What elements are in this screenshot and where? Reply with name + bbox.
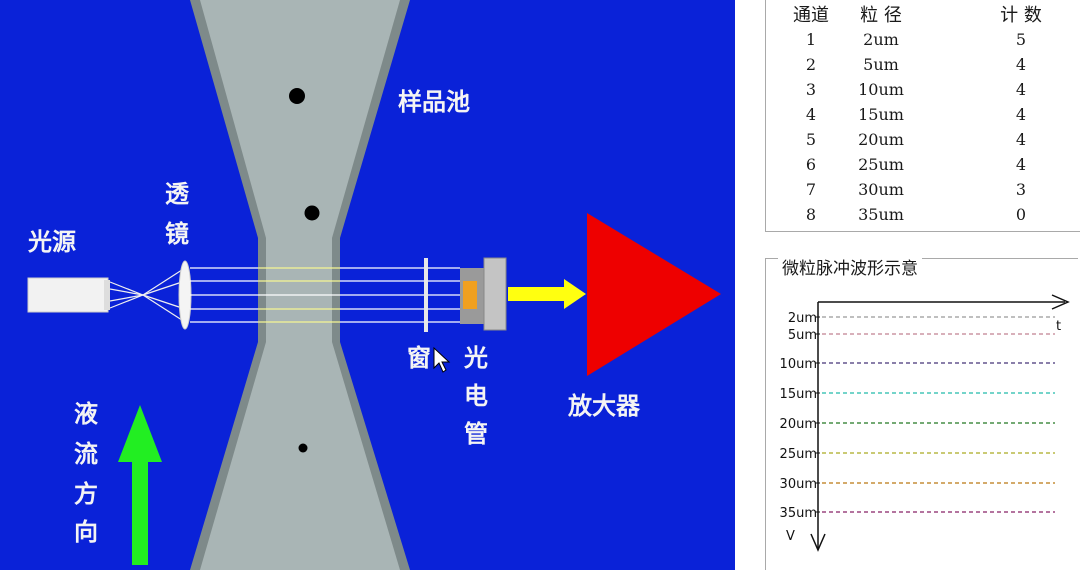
cell-count: 5 <box>1015 30 1027 49</box>
lens-label-char-2: 镜 <box>165 220 189 248</box>
cell-count: 4 <box>1015 55 1027 74</box>
waveform-line-label: 25um <box>780 447 817 462</box>
particle <box>298 443 308 453</box>
svg-text:管: 管 <box>464 420 488 448</box>
cell-count: 4 <box>1015 80 1027 99</box>
photomultiplier-sensor <box>463 281 477 309</box>
table-row: 6 25um 4 <box>766 152 1080 177</box>
panel-divider <box>737 0 765 570</box>
svg-text:液: 液 <box>74 400 98 428</box>
lens-label-char-1: 透 <box>165 180 190 208</box>
window-label: 窗 <box>407 344 431 372</box>
waveform-line-label: 5um <box>788 328 817 343</box>
cell-count: 4 <box>1015 130 1027 149</box>
sample-cell-label: 样品池 <box>398 88 470 116</box>
cell-channel: 8 <box>805 205 817 224</box>
cell-particle-size: 10um <box>858 80 904 99</box>
lens <box>178 260 192 330</box>
sample-cell <box>200 0 400 570</box>
waveform-title: 微粒脉冲波形示意 <box>778 254 922 279</box>
header-channel: 通道 <box>793 5 829 26</box>
light-source-label: 光源 <box>27 228 76 256</box>
light-rays-focus <box>109 267 186 323</box>
table-header-row: 通道 粒 径 计 数 <box>766 3 1080 28</box>
y-axis-arrow-icon <box>810 533 826 552</box>
cell-channel: 1 <box>805 30 817 49</box>
table-row: 5 20um 4 <box>766 127 1080 152</box>
cell-particle-size: 30um <box>858 180 904 199</box>
cell-count: 4 <box>1015 155 1027 174</box>
y-axis-label: V <box>786 529 795 544</box>
table-row: 2 5um 4 <box>766 52 1080 77</box>
table-row: 1 2um 5 <box>766 27 1080 52</box>
window-slit <box>424 258 428 332</box>
particle <box>289 88 305 104</box>
cell-channel: 4 <box>805 105 817 124</box>
waveform-line-label: 20um <box>780 417 817 432</box>
waveform-line-label: 2um <box>788 311 817 326</box>
amplifier <box>587 213 721 376</box>
particle-counter-diagram: 光源 透 镜 样品池 窗 光 电 管 放大器 液 流 方 向 <box>0 0 735 570</box>
cell-count: 0 <box>1015 205 1027 224</box>
cell-channel: 7 <box>805 180 817 199</box>
cell-particle-size: 25um <box>858 155 904 174</box>
flow-direction-arrow <box>118 405 162 565</box>
signal-arrow <box>508 279 586 309</box>
flow-direction-label: 液 流 方 向 <box>74 400 98 546</box>
table-row: 8 35um 0 <box>766 202 1080 227</box>
waveform-line-label: 10um <box>780 357 817 372</box>
table-row: 3 10um 4 <box>766 77 1080 102</box>
svg-text:向: 向 <box>74 518 98 546</box>
light-source-cap <box>104 280 110 310</box>
svg-text:方: 方 <box>74 480 98 508</box>
cell-count: 4 <box>1015 105 1027 124</box>
waveform-plot: 2um 5um 10um 15um 20um 25um 30um 35um tV <box>780 294 1070 552</box>
svg-text:电: 电 <box>464 382 488 410</box>
cell-particle-size: 15um <box>858 105 904 124</box>
waveform-line-label: 35um <box>780 506 817 521</box>
cell-channel: 5 <box>805 130 817 149</box>
cell-particle-size: 35um <box>858 205 904 224</box>
svg-text:流: 流 <box>74 440 98 468</box>
waveform-line-label: 30um <box>780 477 817 492</box>
cell-channel: 6 <box>805 155 817 174</box>
cell-particle-size: 5um <box>863 55 899 74</box>
cell-channel: 3 <box>805 80 817 99</box>
svg-text:光: 光 <box>463 344 488 372</box>
cell-particle-size: 20um <box>858 130 904 149</box>
cell-channel: 2 <box>805 55 817 74</box>
x-axis-label: t <box>1056 319 1061 334</box>
light-source <box>27 277 109 313</box>
particle <box>304 205 320 221</box>
table-row: 7 30um 3 <box>766 177 1080 202</box>
x-axis-arrow-icon <box>1051 294 1070 310</box>
amplifier-label: 放大器 <box>567 392 641 420</box>
photomultiplier-label: 光 电 管 <box>463 344 488 448</box>
waveform-line-label: 15um <box>780 387 817 402</box>
header-count: 计 数 <box>1000 5 1042 26</box>
mouse-cursor-icon <box>433 346 451 373</box>
light-beam-highlight <box>258 267 340 323</box>
photomultiplier-housing <box>483 257 507 331</box>
table-row: 4 15um 4 <box>766 102 1080 127</box>
cell-count: 3 <box>1015 180 1027 199</box>
header-particle-size: 粒 径 <box>860 5 902 26</box>
cell-particle-size: 2um <box>863 30 899 49</box>
